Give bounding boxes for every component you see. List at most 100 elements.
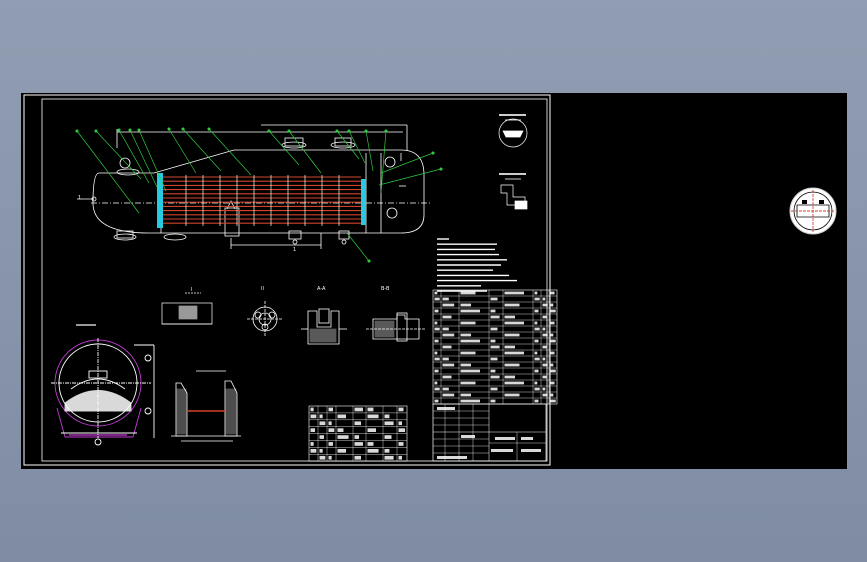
parts-list-cell-text bbox=[442, 303, 455, 307]
parts-list-cell-text bbox=[550, 351, 555, 355]
nozzle-table-cell-text bbox=[337, 435, 349, 439]
leader-line bbox=[208, 128, 252, 176]
parts-list-cell-text bbox=[504, 315, 515, 319]
parts-list-cell-text bbox=[550, 399, 556, 403]
parts-list-cell-text bbox=[460, 381, 476, 385]
detail-view-II: II bbox=[247, 286, 283, 337]
leader-marker bbox=[167, 127, 171, 131]
detail-label-A-A: A-A bbox=[317, 286, 326, 292]
parts-list-cell-text bbox=[550, 381, 555, 385]
nozzle-table-cell-text bbox=[319, 449, 323, 453]
parts-list-cell-text bbox=[542, 303, 548, 307]
parts-list-cell-text bbox=[442, 297, 449, 301]
leader-marker bbox=[364, 129, 368, 133]
parts-list-cell-text bbox=[504, 303, 520, 307]
leader-line bbox=[288, 130, 322, 174]
title-block-text bbox=[521, 449, 541, 452]
parts-list-cell-text bbox=[460, 339, 480, 343]
parts-list-cell-text bbox=[460, 399, 480, 403]
leader-line bbox=[95, 130, 142, 180]
parts-list-cell-text bbox=[542, 333, 548, 337]
title-block-border bbox=[432, 403, 547, 462]
parts-list-cell-text bbox=[542, 393, 548, 397]
parts-list-cell-text bbox=[434, 399, 439, 403]
leader-marker bbox=[335, 129, 339, 133]
parts-list-cell-text bbox=[504, 291, 524, 295]
parts-list-cell-text bbox=[442, 375, 452, 379]
parts-list-cell-text bbox=[550, 333, 554, 337]
detail-view-I: I bbox=[161, 287, 213, 325]
cad-canvas[interactable]: 1 1 I bbox=[21, 93, 847, 469]
nozzle-table-cell-text bbox=[384, 414, 390, 419]
leader-marker bbox=[75, 129, 79, 133]
leader-line bbox=[380, 152, 434, 174]
nozzle-table-cell-text bbox=[310, 407, 314, 412]
parts-list-cell-text bbox=[434, 327, 440, 331]
detail-view-A-A: A-A bbox=[301, 286, 347, 345]
parts-list-cell-text bbox=[542, 327, 546, 331]
detail-label-II: II bbox=[261, 286, 264, 292]
parts-list-cell-text bbox=[460, 369, 480, 373]
leader-line bbox=[182, 128, 222, 172]
parts-list-cell-text bbox=[534, 339, 539, 343]
parts-list-cell-text bbox=[504, 345, 515, 349]
nozzle-table-cell-text bbox=[337, 414, 346, 419]
leader-line bbox=[118, 129, 150, 184]
nozzle-table-cell-text bbox=[367, 428, 376, 432]
parts-list-cell-text bbox=[434, 339, 439, 343]
nozzle-table-cell-text bbox=[367, 442, 374, 446]
leader-marker bbox=[384, 129, 388, 133]
parts-list-cell-text bbox=[434, 351, 438, 355]
end-view-section bbox=[51, 324, 155, 446]
parts-list-cell-text bbox=[504, 333, 520, 337]
bottom-center-label: 1 bbox=[293, 247, 296, 253]
parts-list-cell-text bbox=[434, 357, 440, 361]
leader-marker bbox=[94, 129, 98, 133]
parts-list-cell-text bbox=[490, 327, 498, 331]
tubesheet-left bbox=[157, 173, 163, 228]
title-block-text bbox=[437, 456, 467, 459]
nozzle-table-cell-text bbox=[319, 421, 326, 426]
parts-list-cell-text bbox=[490, 399, 496, 403]
parts-list-cell-text bbox=[442, 387, 449, 391]
nozzle-table-cell-text bbox=[367, 414, 379, 419]
leader-line bbox=[268, 130, 300, 166]
parts-list-cell-text bbox=[434, 297, 440, 301]
parts-list-cell-text bbox=[434, 321, 438, 325]
parts-list-cell-text bbox=[490, 315, 500, 319]
parts-list-cell-text bbox=[504, 381, 524, 385]
nozzle-table-cell-text bbox=[328, 421, 332, 426]
parts-list-cell-text bbox=[442, 327, 449, 331]
parts-list-cell-text bbox=[534, 291, 538, 295]
parts-list-cell-text bbox=[550, 369, 556, 373]
detail-label-B-B: B-B bbox=[381, 286, 390, 292]
parts-list-cell-text bbox=[442, 315, 452, 319]
nozzle-table-cell-text bbox=[328, 442, 333, 446]
tube-bundle bbox=[163, 175, 361, 226]
saddle-support-view bbox=[171, 370, 241, 442]
leader-marker bbox=[367, 259, 371, 263]
parts-list-cell-text bbox=[550, 303, 554, 307]
leader-marker bbox=[117, 128, 121, 132]
parts-list-cell-text bbox=[542, 345, 547, 349]
magnifier-thumbnail-icon[interactable] bbox=[789, 187, 837, 235]
parts-list-cell-text bbox=[442, 345, 452, 349]
nozzle-table-cell-text bbox=[384, 455, 394, 460]
nozzle-table-cell-text bbox=[398, 442, 404, 446]
parts-list-cell-text bbox=[542, 375, 547, 379]
nozzle-table-cell-text bbox=[367, 449, 379, 453]
leader-marker bbox=[267, 129, 271, 133]
parts-list-cell-text bbox=[504, 375, 515, 379]
parts-list-cell-text bbox=[542, 387, 546, 391]
nozzle-schedule-table bbox=[308, 405, 408, 462]
parts-list-cell-text bbox=[550, 363, 554, 367]
leader-marker bbox=[181, 127, 185, 131]
nozzle-table-cell-text bbox=[354, 421, 361, 426]
title-block bbox=[432, 403, 547, 462]
parts-list-cell-text bbox=[490, 345, 500, 349]
parts-list-cell-text bbox=[460, 351, 476, 355]
parts-list-cell-text bbox=[460, 303, 471, 307]
nozzle-table-cell-text bbox=[319, 435, 324, 439]
parts-list-cell-text bbox=[490, 297, 498, 301]
